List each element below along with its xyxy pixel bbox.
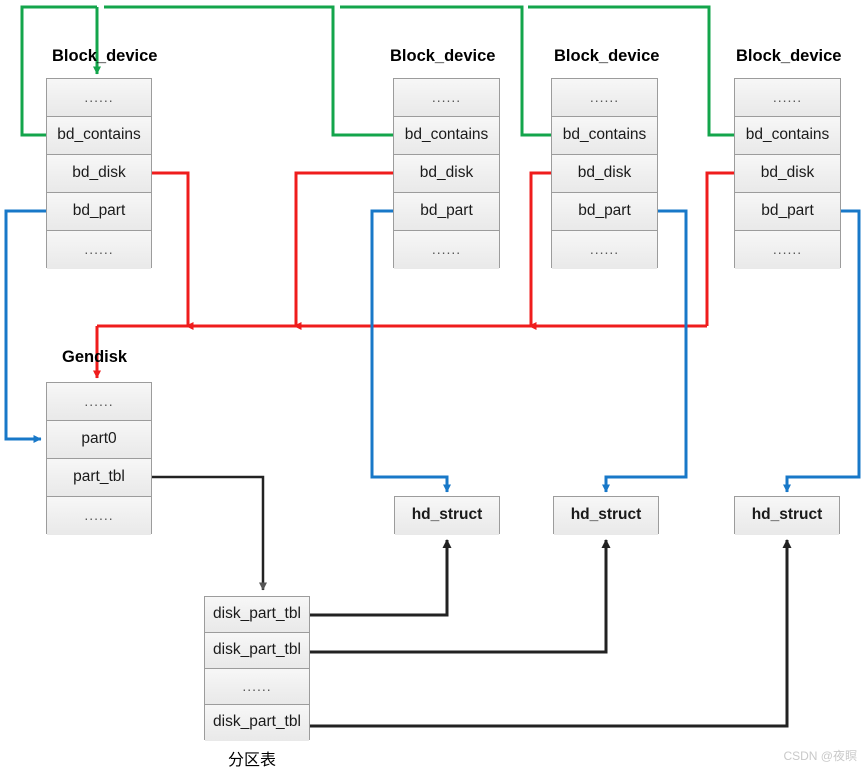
bd4-field-4: ......: [735, 231, 840, 269]
gendisk-field-part-tbl: part_tbl: [47, 459, 151, 497]
hd-struct-3: hd_struct: [734, 496, 840, 535]
hd-struct-2-label: hd_struct: [554, 497, 658, 535]
block-device-1-struct: ...... bd_contains bd_disk bd_part .....…: [46, 78, 152, 269]
hd-struct-1-label: hd_struct: [395, 497, 499, 535]
bd2-field-bd-contains: bd_contains: [394, 117, 499, 155]
bd3-field-bd-contains: bd_contains: [552, 117, 657, 155]
hd-struct-1: hd_struct: [394, 496, 500, 535]
disk-part-tbl-entry-1: disk_part_tbl: [205, 633, 309, 669]
block-device-4-title: Block_device: [736, 47, 842, 65]
csdn-watermark: CSDN @夜瞑: [783, 749, 857, 763]
disk-part-tbl-entry-3: disk_part_tbl: [205, 705, 309, 741]
bd1-field-0: ......: [47, 79, 151, 117]
block-device-3-title: Block_device: [554, 47, 660, 65]
block-device-2-struct: ...... bd_contains bd_disk bd_part .....…: [393, 78, 500, 269]
block-device-2-title: Block_device: [390, 47, 496, 65]
bd2-field-bd-part: bd_part: [394, 193, 499, 231]
wire-black-dpt3-hd3: [310, 539, 792, 728]
wire-red-bd3-disk: [529, 171, 551, 326]
block-device-4-struct: ...... bd_contains bd_disk bd_part .....…: [734, 78, 841, 269]
bd3-field-bd-part: bd_part: [552, 193, 657, 231]
gendisk-struct: ...... part0 part_tbl ......: [46, 382, 152, 535]
bd2-field-bd-disk: bd_disk: [394, 155, 499, 193]
bd4-field-bd-contains: bd_contains: [735, 117, 840, 155]
bd1-field-bd-contains: bd_contains: [47, 117, 151, 155]
partition-table-caption: 分区表: [228, 752, 277, 769]
bd3-field-bd-disk: bd_disk: [552, 155, 657, 193]
wire-red-bd1-disk: [152, 171, 190, 326]
wire-red-bd2-disk: [294, 171, 393, 326]
wire-black-dpt1-hd1: [310, 539, 452, 617]
disk-part-tbl-entry-2: ......: [205, 669, 309, 705]
bd2-field-0: ......: [394, 79, 499, 117]
disk-part-tbl-entry-0: disk_part_tbl: [205, 597, 309, 633]
wire-black-dpt2-hd2: [310, 539, 611, 654]
block-device-1-title: Block_device: [52, 47, 158, 65]
gendisk-field-part0: part0: [47, 421, 151, 459]
gendisk-title: Gendisk: [62, 348, 128, 366]
gendisk-field-3: ......: [47, 497, 151, 535]
wire-red-bd4-disk: [705, 171, 734, 326]
bd4-field-bd-disk: bd_disk: [735, 155, 840, 193]
bd4-field-0: ......: [735, 79, 840, 117]
bd3-field-4: ......: [552, 231, 657, 269]
bd4-field-bd-part: bd_part: [735, 193, 840, 231]
bd2-field-4: ......: [394, 231, 499, 269]
bd1-field-bd-part: bd_part: [47, 193, 151, 231]
block-device-3-struct: ...... bd_contains bd_disk bd_part .....…: [551, 78, 658, 269]
bd3-field-0: ......: [552, 79, 657, 117]
wire-blue-bd1-part: [4, 209, 46, 443]
bd1-field-4: ......: [47, 231, 151, 269]
hd-struct-3-label: hd_struct: [735, 497, 839, 535]
bd1-field-bd-disk: bd_disk: [47, 155, 151, 193]
wire-black-parttbl: [152, 475, 267, 591]
partition-table-struct: disk_part_tbl disk_part_tbl ...... disk_…: [204, 596, 310, 741]
gendisk-field-0: ......: [47, 383, 151, 421]
hd-struct-2: hd_struct: [553, 496, 659, 535]
